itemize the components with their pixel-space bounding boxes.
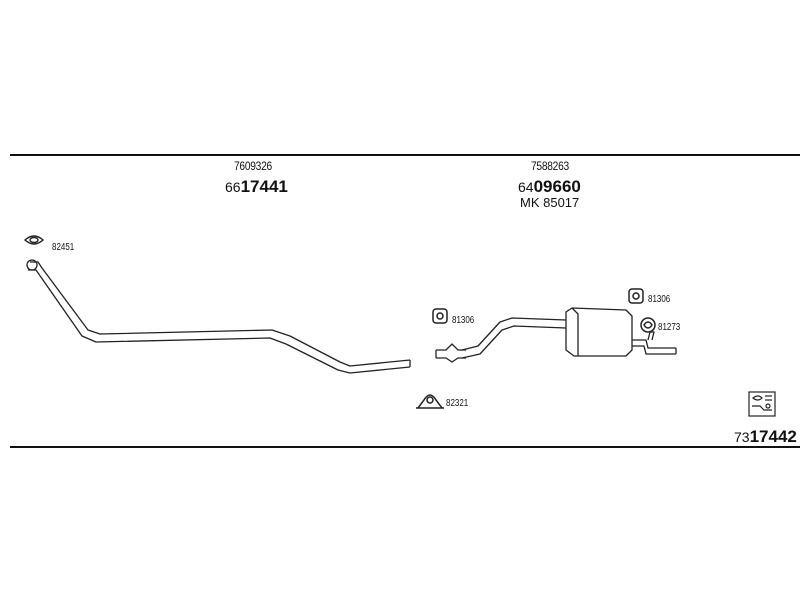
gasket-number: 82451 [52, 242, 75, 253]
rear-silencer-drawing [461, 307, 677, 359]
kit-total-code-prefix: 73 [734, 429, 750, 445]
mount-icon [640, 317, 656, 333]
connector-drawing [435, 343, 466, 363]
bottom-rule [10, 446, 800, 448]
front-pipe-drawing [26, 259, 411, 374]
hanger-right-number: 81306 [648, 294, 671, 305]
rear-silencer-code-main: 09660 [533, 177, 581, 196]
hanger-icon-left [432, 308, 448, 324]
top-rule [10, 154, 800, 156]
rear-silencer-kit: MK 85017 [520, 195, 580, 210]
front-pipe-code-main: 17441 [240, 177, 288, 196]
hanger-left-number: 81306 [452, 315, 475, 326]
rear-silencer-ref: 7588263 [531, 159, 569, 173]
mount-right-number: 81273 [658, 322, 681, 333]
front-pipe-code: 6617441 [225, 178, 288, 196]
kit-box-icon [748, 391, 776, 417]
gasket-icon [23, 235, 45, 245]
front-pipe-code-prefix: 66 [225, 179, 241, 195]
rear-silencer-code-prefix: 64 [518, 179, 534, 195]
kit-total-code-main: 17442 [749, 427, 797, 446]
front-pipe-ref: 7609326 [234, 159, 272, 173]
kit-total-code: 7317442 [734, 428, 797, 446]
rear-silencer-code: 6409660 [518, 178, 581, 196]
clamp-number: 82321 [446, 398, 469, 409]
clamp-icon [416, 394, 444, 409]
hanger-icon-right [628, 288, 644, 304]
